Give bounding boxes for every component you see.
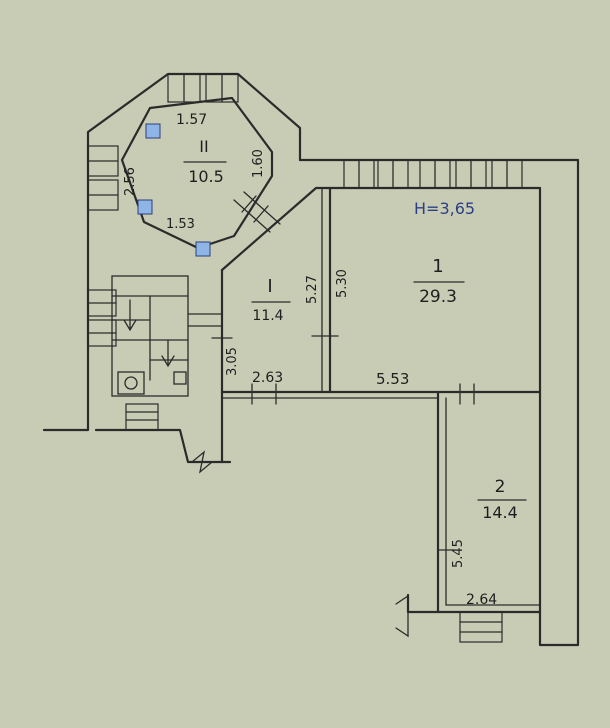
annex-stairs xyxy=(111,275,223,431)
toilet-area xyxy=(117,371,145,395)
dim-160: 1.60 xyxy=(251,149,266,178)
window-tower-left xyxy=(87,145,119,211)
stair-arrow-down-icon-2 xyxy=(161,339,175,368)
window-top-3 xyxy=(419,159,451,189)
window-tower-top xyxy=(167,73,239,103)
tower-inner-wall xyxy=(120,96,274,250)
dim-545: 5.45 xyxy=(451,539,466,568)
dim-530: 5.30 xyxy=(335,269,350,298)
tower-door xyxy=(233,199,271,233)
window-annex-left xyxy=(87,289,117,347)
room-I-wall xyxy=(220,186,542,394)
dim-264: 2.64 xyxy=(466,592,497,608)
window-top-1 xyxy=(343,159,375,189)
room-2-area: 14.4 xyxy=(482,503,518,522)
stair-arrow-down-icon xyxy=(123,299,137,332)
room-2-entrance xyxy=(191,450,503,643)
stairwell xyxy=(111,275,189,397)
interior-walls xyxy=(220,186,542,614)
radiator-icon-3 xyxy=(195,241,211,257)
dimension-ticks xyxy=(211,335,475,551)
dim-157: 1.57 xyxy=(176,112,207,128)
room-I-area: 11.4 xyxy=(252,308,283,324)
room-2-steps xyxy=(459,611,503,643)
toilet-icon xyxy=(124,376,138,390)
dim-263: 2.63 xyxy=(252,370,283,386)
window-top-5 xyxy=(491,159,523,189)
radiator-icon-1 xyxy=(145,123,161,139)
dim-527: 5.27 xyxy=(305,275,320,304)
break-mark-icon xyxy=(395,594,409,638)
sink-icon xyxy=(173,371,187,385)
dim-553: 5.53 xyxy=(376,370,409,388)
dim-256: 2.56 xyxy=(123,167,138,196)
break-mark-icon-2 xyxy=(191,450,213,474)
room-2-number: 2 xyxy=(495,477,506,497)
dim-305: 3.05 xyxy=(225,347,240,376)
room-I-number: I xyxy=(267,276,272,297)
annex-outer-wall xyxy=(42,266,90,432)
room-II-number: II xyxy=(199,137,208,156)
labels: H=3,65 1 29.3 2 14.4 I 11.4 II 10.5 1.57… xyxy=(123,112,527,608)
windows xyxy=(87,73,523,347)
window-top-4 xyxy=(455,159,487,189)
radiator-icon-2 xyxy=(137,199,153,215)
room-1-number: 1 xyxy=(432,256,443,277)
ceiling-height-label: H=3,65 xyxy=(414,199,475,218)
window-top-2 xyxy=(377,159,409,189)
annex-bottom-wall xyxy=(94,428,232,464)
dim-153: 1.53 xyxy=(166,217,195,232)
tower-details xyxy=(137,123,281,257)
room-1-area: 29.3 xyxy=(419,287,457,307)
room-II-area: 10.5 xyxy=(188,167,224,186)
entrance-steps xyxy=(125,403,159,431)
